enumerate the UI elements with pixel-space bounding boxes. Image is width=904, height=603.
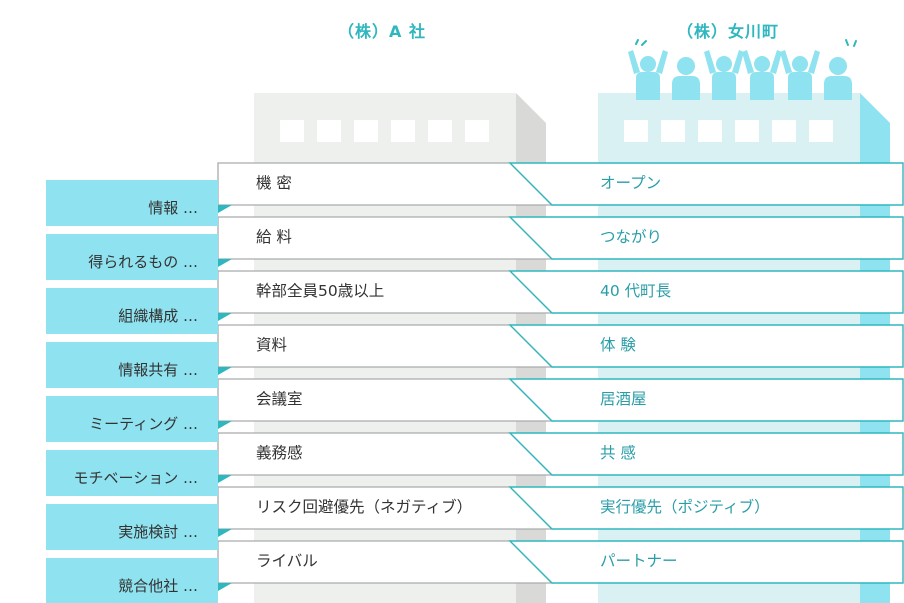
row-label: 組織構成 … — [46, 288, 218, 334]
row-bar-b — [508, 486, 904, 530]
row-label: 得られるもの … — [46, 234, 218, 280]
company-b-value: オープン — [600, 174, 662, 192]
company-a-value: 給 料 — [256, 228, 292, 246]
row-label: 情報 … — [46, 180, 218, 226]
company-a-value: 幹部全員50歳以上 — [256, 282, 385, 300]
row-label: ミーティング … — [46, 396, 218, 442]
company-b-value: 共 感 — [600, 444, 636, 462]
company-a-heading: （株）A 社 — [338, 22, 426, 41]
row-bar — [217, 324, 904, 375]
row-bar — [217, 540, 904, 591]
row-fold — [218, 313, 232, 321]
row-bar-b — [508, 540, 904, 584]
row-label: 競合他社 … — [46, 558, 218, 603]
row-label: 実施検討 … — [46, 504, 218, 550]
row-bar — [217, 162, 904, 213]
company-a-value: 会議室 — [256, 390, 303, 408]
company-b-heading: （株）女川町 — [676, 22, 779, 41]
row-fold — [218, 583, 232, 591]
company-a-value: 機 密 — [256, 174, 292, 192]
person-cheering-icon — [628, 50, 668, 100]
company-b-value: つながり — [600, 228, 663, 246]
company-b-value: 体 験 — [600, 336, 636, 354]
company-b-value: 居酒屋 — [600, 390, 647, 408]
row-bar-b — [508, 216, 904, 260]
company-a-value: ライバル — [256, 552, 318, 570]
row-bar-b — [508, 324, 904, 368]
company-b-value: パートナー — [600, 552, 678, 570]
company-b-value: 40 代町長 — [600, 282, 672, 300]
row-bar — [217, 216, 904, 267]
company-a-value: 資料 — [256, 336, 288, 354]
row-label: 情報共有 … — [46, 342, 218, 388]
row-bar-b — [508, 270, 904, 314]
company-a-value: リスク回避優先（ネガティブ） — [256, 498, 473, 516]
row-bar — [217, 486, 904, 537]
row-bar — [217, 432, 904, 483]
row-bar-b — [508, 378, 904, 422]
row-bar-b — [508, 162, 904, 206]
row-fold — [218, 205, 232, 213]
row-fold — [218, 529, 232, 537]
row-label: モチベーション … — [46, 450, 218, 496]
row-fold — [218, 259, 232, 267]
crowd-illustration — [628, 39, 857, 100]
company-a-value: 義務感 — [256, 444, 303, 462]
person-cheering-icon — [742, 50, 782, 100]
row-fold — [218, 421, 232, 429]
row-fold — [218, 475, 232, 483]
company-b-value: 実行優先（ポジティブ） — [600, 498, 770, 516]
row-bar — [217, 378, 904, 429]
row-fold — [218, 367, 232, 375]
row-bar — [217, 270, 904, 321]
person-cheering-icon — [704, 50, 744, 100]
person-icon — [824, 57, 852, 100]
person-cheering-icon — [780, 50, 820, 100]
row-bar-b — [508, 432, 904, 476]
person-icon — [672, 57, 700, 100]
